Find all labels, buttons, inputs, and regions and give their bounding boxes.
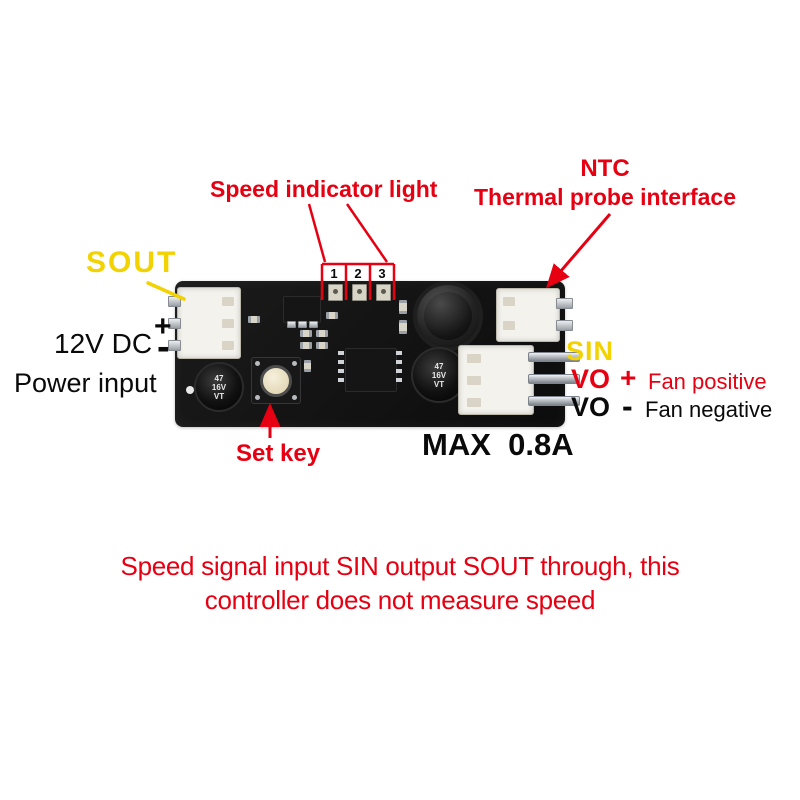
button-contact [255, 395, 260, 400]
dc-power-label: 12V DC [54, 328, 153, 359]
led-die [381, 289, 386, 294]
vo-minus-pin [528, 396, 580, 406]
led-number-2: 2 [354, 266, 362, 281]
vo-plus-label: VO [571, 364, 611, 394]
controller-ic [345, 348, 397, 392]
speed-pointer-line [345, 203, 389, 263]
ntc-connector-pin [556, 320, 573, 331]
caption-line-2: controller does not measure speed [204, 585, 596, 615]
smd-component [300, 342, 312, 349]
ntc-arrow [546, 213, 612, 289]
power-connector-pin [168, 340, 181, 351]
minus-sign: - [157, 326, 170, 368]
speed-pointer-line [307, 203, 327, 263]
power-connector [177, 287, 241, 359]
ntc-connector [496, 288, 560, 342]
speed-led [352, 284, 367, 301]
button-contact [292, 361, 297, 366]
capacitor-marking: 47 [434, 361, 444, 371]
sin-label: SIN [566, 336, 615, 366]
connector-slot [222, 319, 234, 328]
fan-connector [458, 345, 534, 415]
caption-block: Speed signal input SIN output SOUT throu… [0, 549, 800, 617]
fan-negative-label: Fan negative [645, 397, 773, 422]
ntc-label-block: NTC Thermal probe interface [440, 155, 770, 211]
ntc-connector-pin [556, 298, 573, 309]
vo-minus-sign: - [622, 388, 633, 424]
inductor-coil [413, 281, 483, 351]
connector-slot [222, 297, 234, 306]
set-key-label: Set key [236, 440, 321, 467]
max-current-label: MAX 0.8A [422, 427, 574, 462]
power-connector-pin [168, 318, 181, 329]
smd-component [326, 312, 338, 319]
thermal-probe-label: Thermal probe interface [473, 184, 737, 210]
sout-label: SOUT [86, 246, 178, 279]
smd-component [399, 320, 407, 334]
connector-slot [503, 297, 515, 306]
speed-led [376, 284, 391, 301]
fan-positive-label: Fan positive [648, 369, 767, 394]
connector-slot [467, 376, 481, 385]
connector-slot [503, 321, 515, 330]
caption-line-1: Speed signal input SIN output SOUT throu… [120, 551, 680, 581]
led-die [333, 289, 338, 294]
capacitor-marking: 47 [214, 373, 224, 383]
capacitor-marking: VT [213, 391, 225, 401]
led-number-1: 1 [330, 266, 338, 281]
button-cap [260, 364, 292, 397]
smd-component [300, 330, 312, 337]
power-input-label: Power input [14, 368, 157, 398]
vo-plus-pin [528, 374, 580, 384]
speed-indicator-label: Speed indicator light [210, 176, 438, 202]
smd-component [316, 330, 328, 337]
speed-led [328, 284, 343, 301]
transistor [283, 296, 321, 323]
capacitor-marking: 16V [211, 382, 227, 392]
power-connector-pin [168, 296, 181, 307]
ic-pins [396, 351, 402, 387]
vo-minus-label: VO [571, 392, 611, 422]
vo-plus-sign: + [620, 362, 637, 393]
plus-sign: + [154, 310, 172, 343]
smd-component [399, 300, 407, 314]
transistor-leg [309, 321, 318, 328]
connector-slot [467, 354, 481, 363]
set-key-button [251, 357, 301, 404]
led-number-3: 3 [378, 266, 386, 281]
led-die [357, 289, 362, 294]
via-dot [186, 386, 194, 394]
ic-pins [338, 351, 344, 387]
smd-component [248, 316, 260, 323]
connector-slot [467, 398, 481, 407]
button-contact [255, 361, 260, 366]
capacitor-marking: 16V [431, 370, 447, 380]
sin-pin [528, 352, 580, 362]
capacitor-marking: VT [433, 379, 445, 389]
electrolytic-capacitor: 47 16V VT [194, 362, 244, 412]
smd-component [316, 342, 328, 349]
button-contact [292, 395, 297, 400]
connector-slot [222, 341, 234, 350]
transistor-leg [287, 321, 296, 328]
transistor-leg [298, 321, 307, 328]
smd-component [304, 360, 311, 372]
ntc-label: NTC [580, 155, 630, 182]
